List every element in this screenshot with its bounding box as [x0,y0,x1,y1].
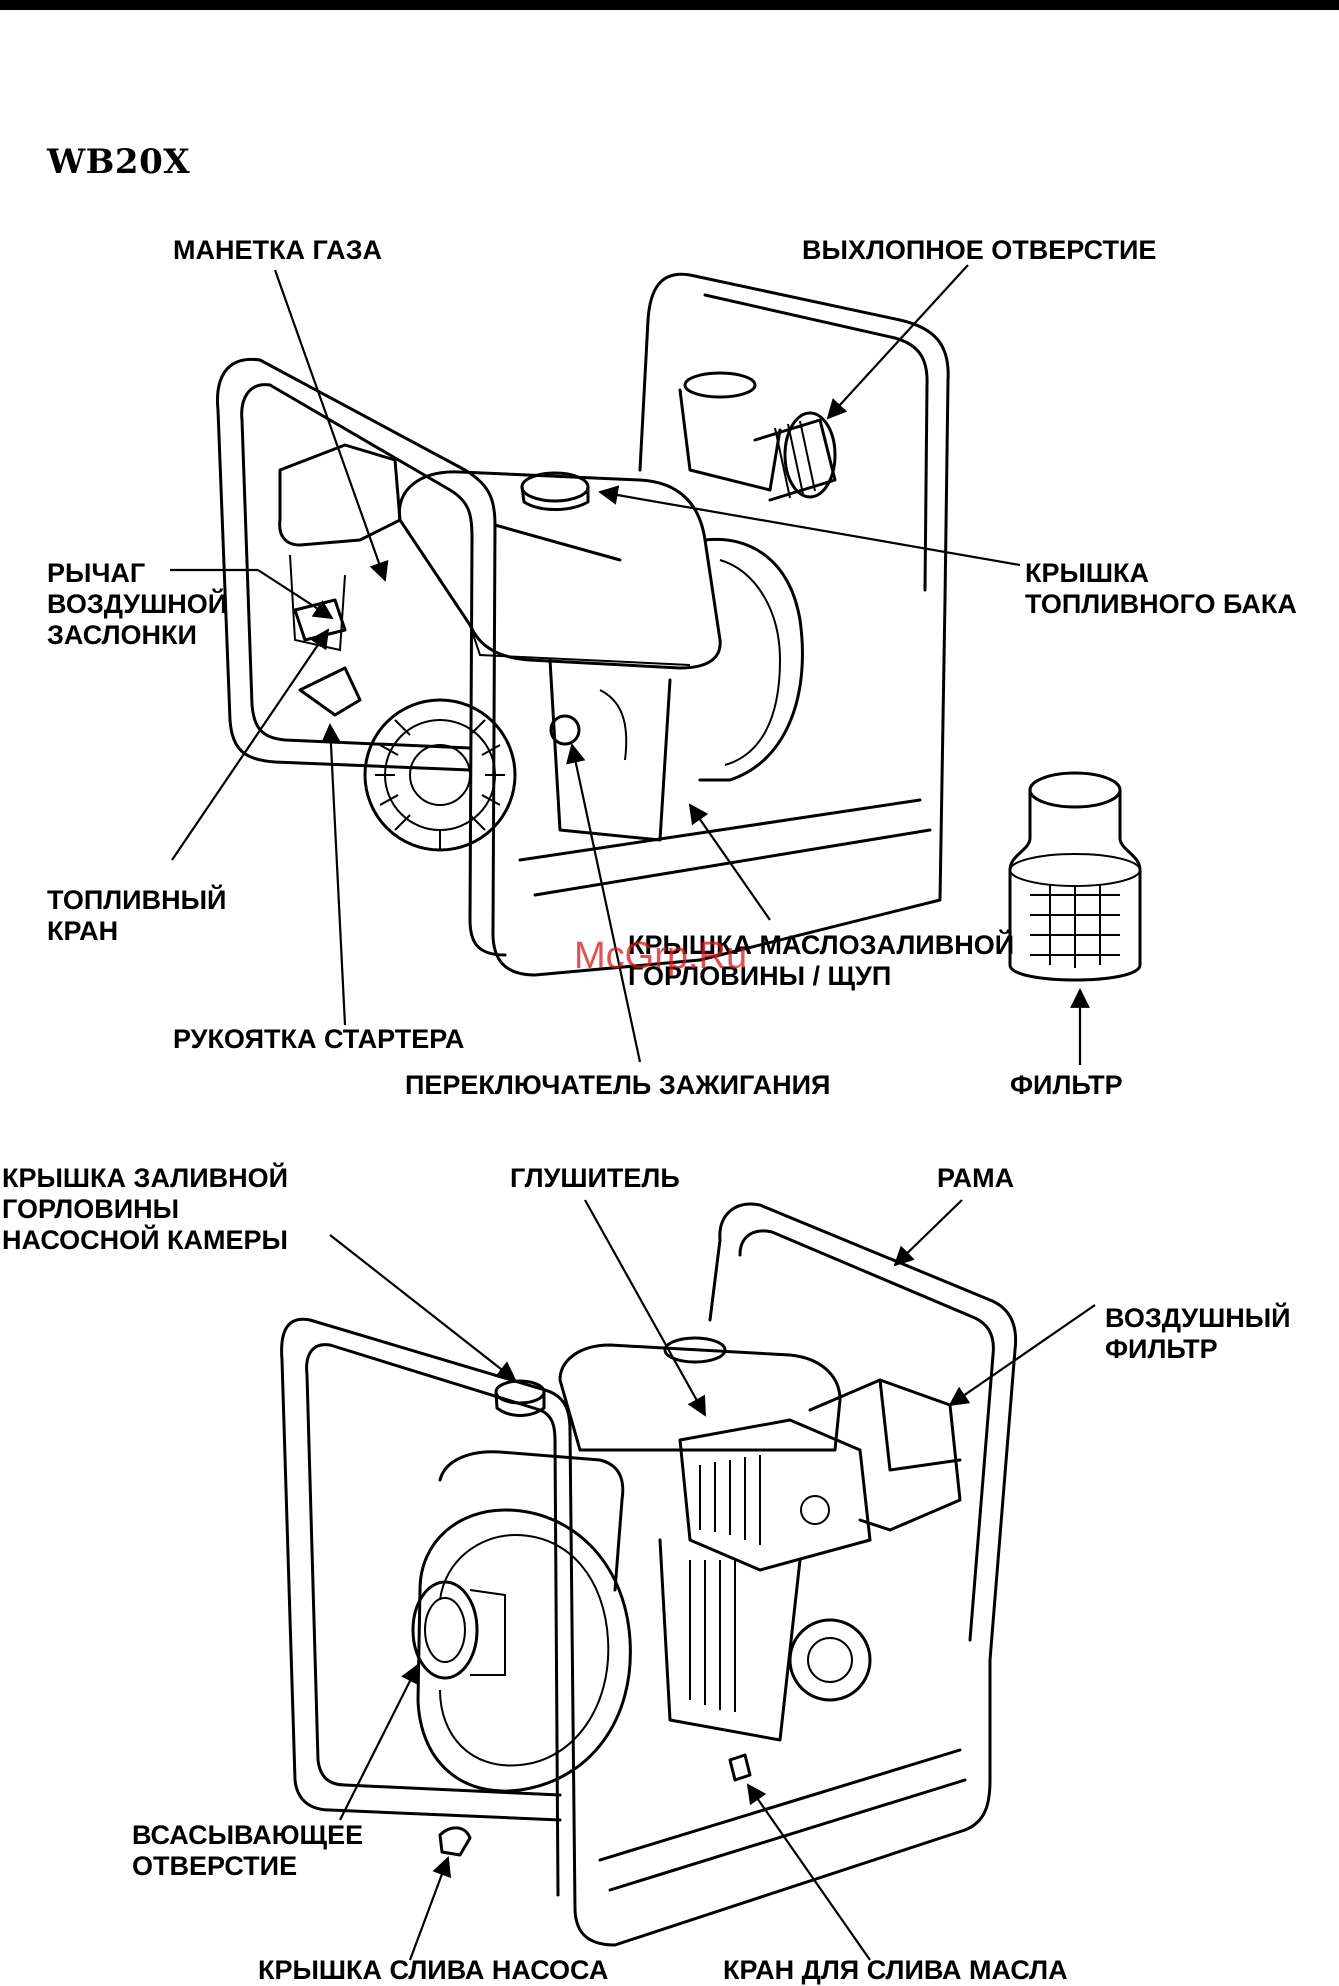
label-choke-lever: РЫЧАГ ВОЗДУШНОЙ ЗАСЛОНКИ [47,558,228,650]
label-oil-filler-cap: КРЫШКА МАСЛОЗАЛИВНОЙ ГОРЛОВИНЫ / ЩУП [628,930,1015,991]
label-throttle-lever: МАНЕТКА ГАЗА [173,235,382,265]
label-fuel-tank-cap: КРЫШКА ТОПЛИВНОГО БАКА [1025,558,1297,619]
label-starter-grip: РУКОЯТКА СТАРТЕРА [173,1024,465,1054]
label-oil-drain-bolt: КРАН ДЛЯ СЛИВА МАСЛА [723,1955,1068,1985]
top-pump-drawing [216,272,950,977]
leader-lines [170,264,1096,1961]
label-fuel-valve: ТОПЛИВНЫЙ КРАН [47,885,227,946]
top-rule [0,0,1339,10]
label-air-cleaner: ВОЗДУШНЫЙ ФИЛЬТР [1105,1303,1291,1364]
label-pump-drain-plug: КРЫШКА СЛИВА НАСОСА [258,1955,609,1985]
watermark: McGrp.Ru [574,935,748,977]
label-frame: РАМА [937,1163,1015,1193]
label-muffler: ГЛУШИТЕЛЬ [510,1163,680,1193]
label-priming-cap: КРЫШКА ЗАЛИВНОЙ ГОРЛОВИНЫ НАСОСНОЙ КАМЕР… [2,1163,289,1255]
label-engine-switch: ПЕРЕКЛЮЧАТЕЛЬ ЗАЖИГАНИЯ [405,1070,831,1100]
label-strainer: ФИЛЬТР [1010,1070,1123,1100]
label-outlet-port: ВЫХЛОПНОЕ ОТВЕРСТИЕ [802,235,1157,265]
bottom-pump-drawing [280,1202,1018,1947]
model-title: WB20X [47,142,191,182]
strainer-drawing [1008,771,1142,982]
label-intake-port: ВСАСЫВАЮЩЕЕ ОТВЕРСТИЕ [132,1820,364,1881]
